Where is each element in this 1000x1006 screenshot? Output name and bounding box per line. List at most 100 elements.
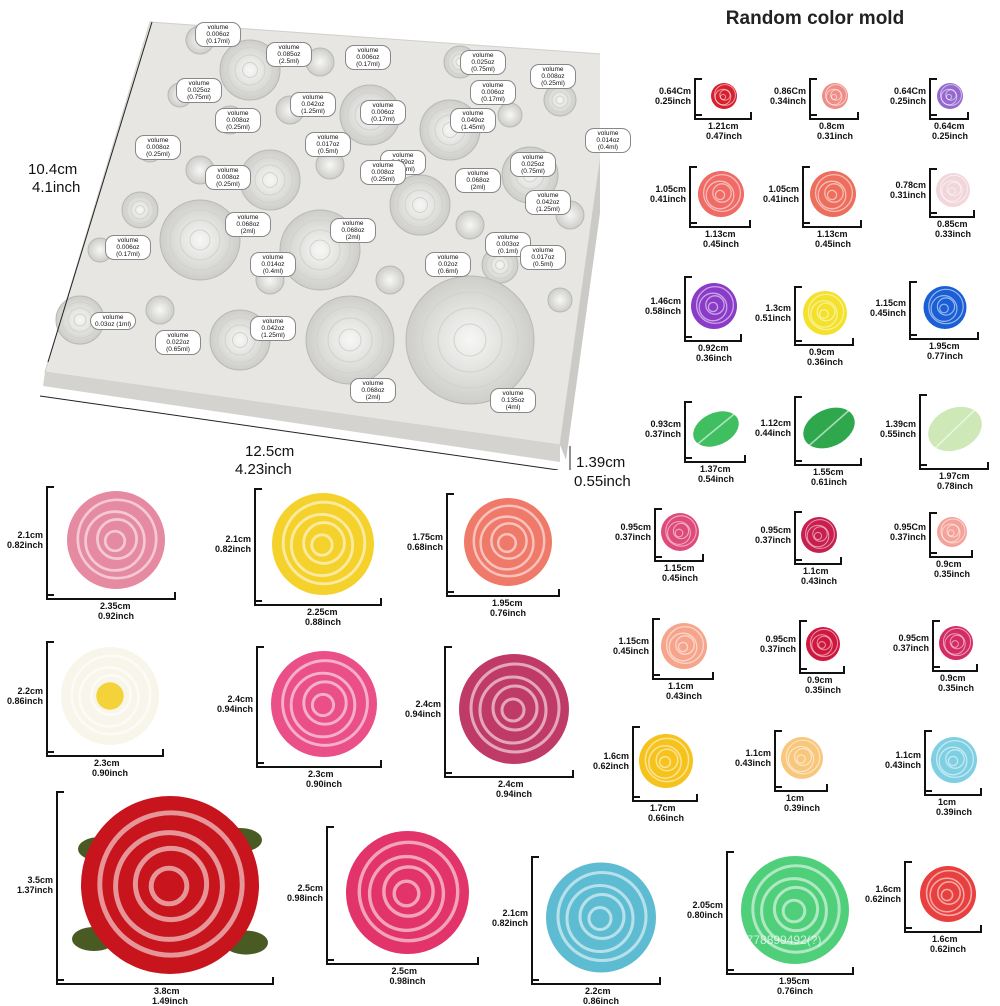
width-inch-label: 0.39inch	[784, 803, 821, 813]
height-inch-label: 0.44inch	[754, 428, 791, 438]
volume-label: volume 0.042oz (1.25ml)	[290, 92, 336, 117]
volume-label: volume 0.006oz (0.17ml)	[470, 80, 516, 105]
height-inch-label: 0.45inch	[612, 646, 649, 656]
height-bracket	[794, 286, 802, 342]
petal-ring	[824, 183, 844, 203]
height-cm-label: 2.05cm	[692, 900, 723, 910]
petal-ring	[814, 173, 854, 213]
petal-ring	[70, 654, 152, 736]
petal-ring	[939, 303, 949, 314]
width-bracket	[46, 749, 164, 757]
height-inch-label: 0.37inch	[889, 532, 926, 542]
petal-ring	[667, 521, 691, 545]
width-cm-label: 1.95cm	[929, 341, 960, 351]
flower-sample	[72, 796, 268, 974]
mold-cavity-ring	[404, 189, 436, 221]
petal-ring	[496, 532, 518, 554]
flower-sample	[661, 513, 699, 551]
mold-cavity	[389, 174, 451, 236]
petal-ring	[807, 293, 845, 331]
width-bracket	[689, 220, 751, 228]
volume-label: volume 0.014oz (0.4ml)	[585, 128, 631, 153]
width-bracket	[632, 794, 698, 802]
mold-cavity-ring	[254, 164, 286, 196]
petal-ring	[785, 739, 821, 775]
mold-cavity-ring	[421, 291, 519, 389]
flower-sample	[803, 291, 847, 335]
height-inch-label: 0.55inch	[879, 429, 916, 439]
petal-ring	[668, 632, 698, 662]
flower-sample	[936, 173, 970, 207]
petal-ring	[719, 89, 731, 101]
petal-ring	[945, 749, 965, 769]
volume-label: volume 0.085oz (2.5ml)	[266, 42, 312, 67]
width-bracket	[929, 210, 975, 218]
width-inch-label: 0.45inch	[662, 573, 699, 583]
petal-ring	[812, 526, 828, 542]
petal-ring	[940, 84, 962, 106]
height-inch-label: 0.41inch	[762, 194, 799, 204]
petal-ring	[830, 89, 842, 101]
flower-sample	[806, 627, 840, 661]
petal-ring	[941, 523, 961, 543]
petal-ring	[103, 529, 127, 553]
petal-ring	[289, 512, 355, 578]
height-bracket	[794, 396, 802, 462]
petal-ring	[937, 881, 961, 905]
height-cm-label: 0.64Cm	[893, 86, 926, 96]
height-inch-label: 0.41inch	[649, 194, 686, 204]
petal-ring	[491, 684, 539, 732]
volume-label: volume 0.02oz (0.6ml)	[425, 252, 471, 277]
width-bracket	[326, 957, 479, 965]
width-cm-label: 1.95cm	[492, 598, 523, 608]
petal-ring	[310, 533, 334, 557]
height-inch-label: 1.37inch	[16, 885, 53, 895]
flower-sample	[920, 866, 976, 922]
petal-base	[923, 286, 967, 329]
flower-sample	[271, 651, 377, 757]
height-bracket	[802, 166, 810, 224]
petal-base	[67, 491, 165, 589]
volume-label: volume 0.017oz (0.5ml)	[520, 245, 566, 270]
petal-ring	[392, 879, 421, 908]
volume-label: volume 0.042oz (1.25ml)	[525, 190, 571, 215]
petal-ring	[817, 180, 847, 210]
petal-ring	[302, 521, 346, 565]
height-inch-label: 0.98inch	[286, 892, 323, 903]
petal-ring	[809, 628, 839, 658]
mold-cavity-ring	[437, 307, 503, 373]
width-inch-label: 0.76inch	[490, 608, 527, 618]
flower-sample	[923, 286, 967, 329]
petal-ring	[946, 524, 960, 538]
height-inch-label: 0.82inch	[6, 540, 43, 550]
width-inch-label: 0.62inch	[930, 944, 967, 954]
height-bracket	[919, 394, 927, 466]
width-cm-label: 0.85cm	[937, 219, 968, 229]
height-bracket	[929, 78, 937, 116]
width-inch-label: 0.43inch	[801, 576, 838, 586]
petal-ring	[806, 524, 830, 548]
height-cm-label: 2.1cm	[502, 907, 528, 918]
petal-ring	[695, 285, 735, 325]
petal-ring	[925, 869, 973, 917]
flower-sample	[937, 517, 967, 547]
width-inch-label: 0.78inch	[937, 481, 974, 491]
height-inch-label: 0.34inch	[769, 96, 806, 106]
petal-ring	[772, 885, 820, 933]
height-cm-label: 1.05cm	[655, 184, 686, 194]
petal-base	[346, 831, 469, 954]
mold-cavity-ring	[309, 239, 331, 261]
mold-cavity-ring	[73, 313, 87, 327]
height-cm-label: 1.6cm	[875, 884, 901, 894]
height-inch-label: 0.68inch	[406, 542, 443, 552]
width-inch-label: 0.43inch	[666, 691, 703, 701]
width-bracket	[794, 338, 854, 346]
petal-ring	[705, 180, 735, 210]
width-bracket	[904, 925, 982, 933]
height-cm-label: 2.4cm	[415, 699, 441, 709]
width-cm-label: 1.37cm	[700, 464, 731, 474]
height-cm-label: 0.95cm	[760, 525, 791, 535]
petal-base	[931, 737, 977, 783]
petal-ring	[702, 173, 742, 213]
width-cm-label: 0.9cm	[807, 675, 833, 685]
